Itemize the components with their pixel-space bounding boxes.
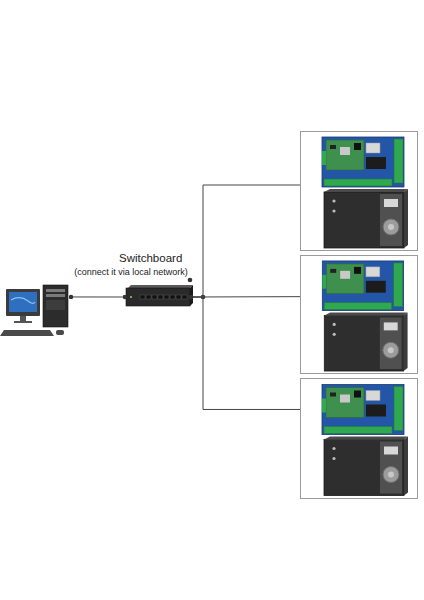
monitor-screen — [9, 292, 37, 312]
network-cable — [191, 297, 300, 409]
controller-illustration — [322, 261, 407, 371]
node-heading: Switchboard — [119, 252, 182, 264]
network-cable — [191, 185, 300, 297]
controller-panel — [300, 378, 418, 499]
pc-tower — [43, 285, 68, 327]
computer — [5, 285, 71, 337]
controller-illustration — [322, 137, 408, 248]
monitor-frame — [6, 289, 40, 316]
screen-graphic — [11, 298, 35, 304]
keyboard — [0, 330, 54, 336]
switch-side — [190, 285, 193, 306]
drive-bay — [46, 294, 65, 297]
switch-body — [126, 288, 190, 306]
status-led — [130, 296, 132, 298]
tower-panel — [46, 300, 65, 310]
switch-illustration — [126, 285, 193, 306]
network-cable — [71, 296, 125, 297]
switch-top — [128, 285, 193, 288]
controller-illustration — [322, 385, 408, 496]
monitor-base — [14, 321, 32, 323]
node-note: (connect it via local network) — [69, 267, 193, 277]
controller-panel — [300, 131, 418, 251]
computer-illustration — [0, 285, 68, 336]
drive-bay — [46, 289, 65, 292]
controller-panel — [300, 255, 418, 374]
junction-dot — [188, 278, 193, 283]
mouse — [56, 330, 64, 335]
network-switch: Switchboard(connect it via local network… — [125, 286, 191, 308]
network-cable — [191, 296, 300, 297]
monitor-stand — [20, 316, 26, 321]
switch-ports — [140, 295, 187, 299]
